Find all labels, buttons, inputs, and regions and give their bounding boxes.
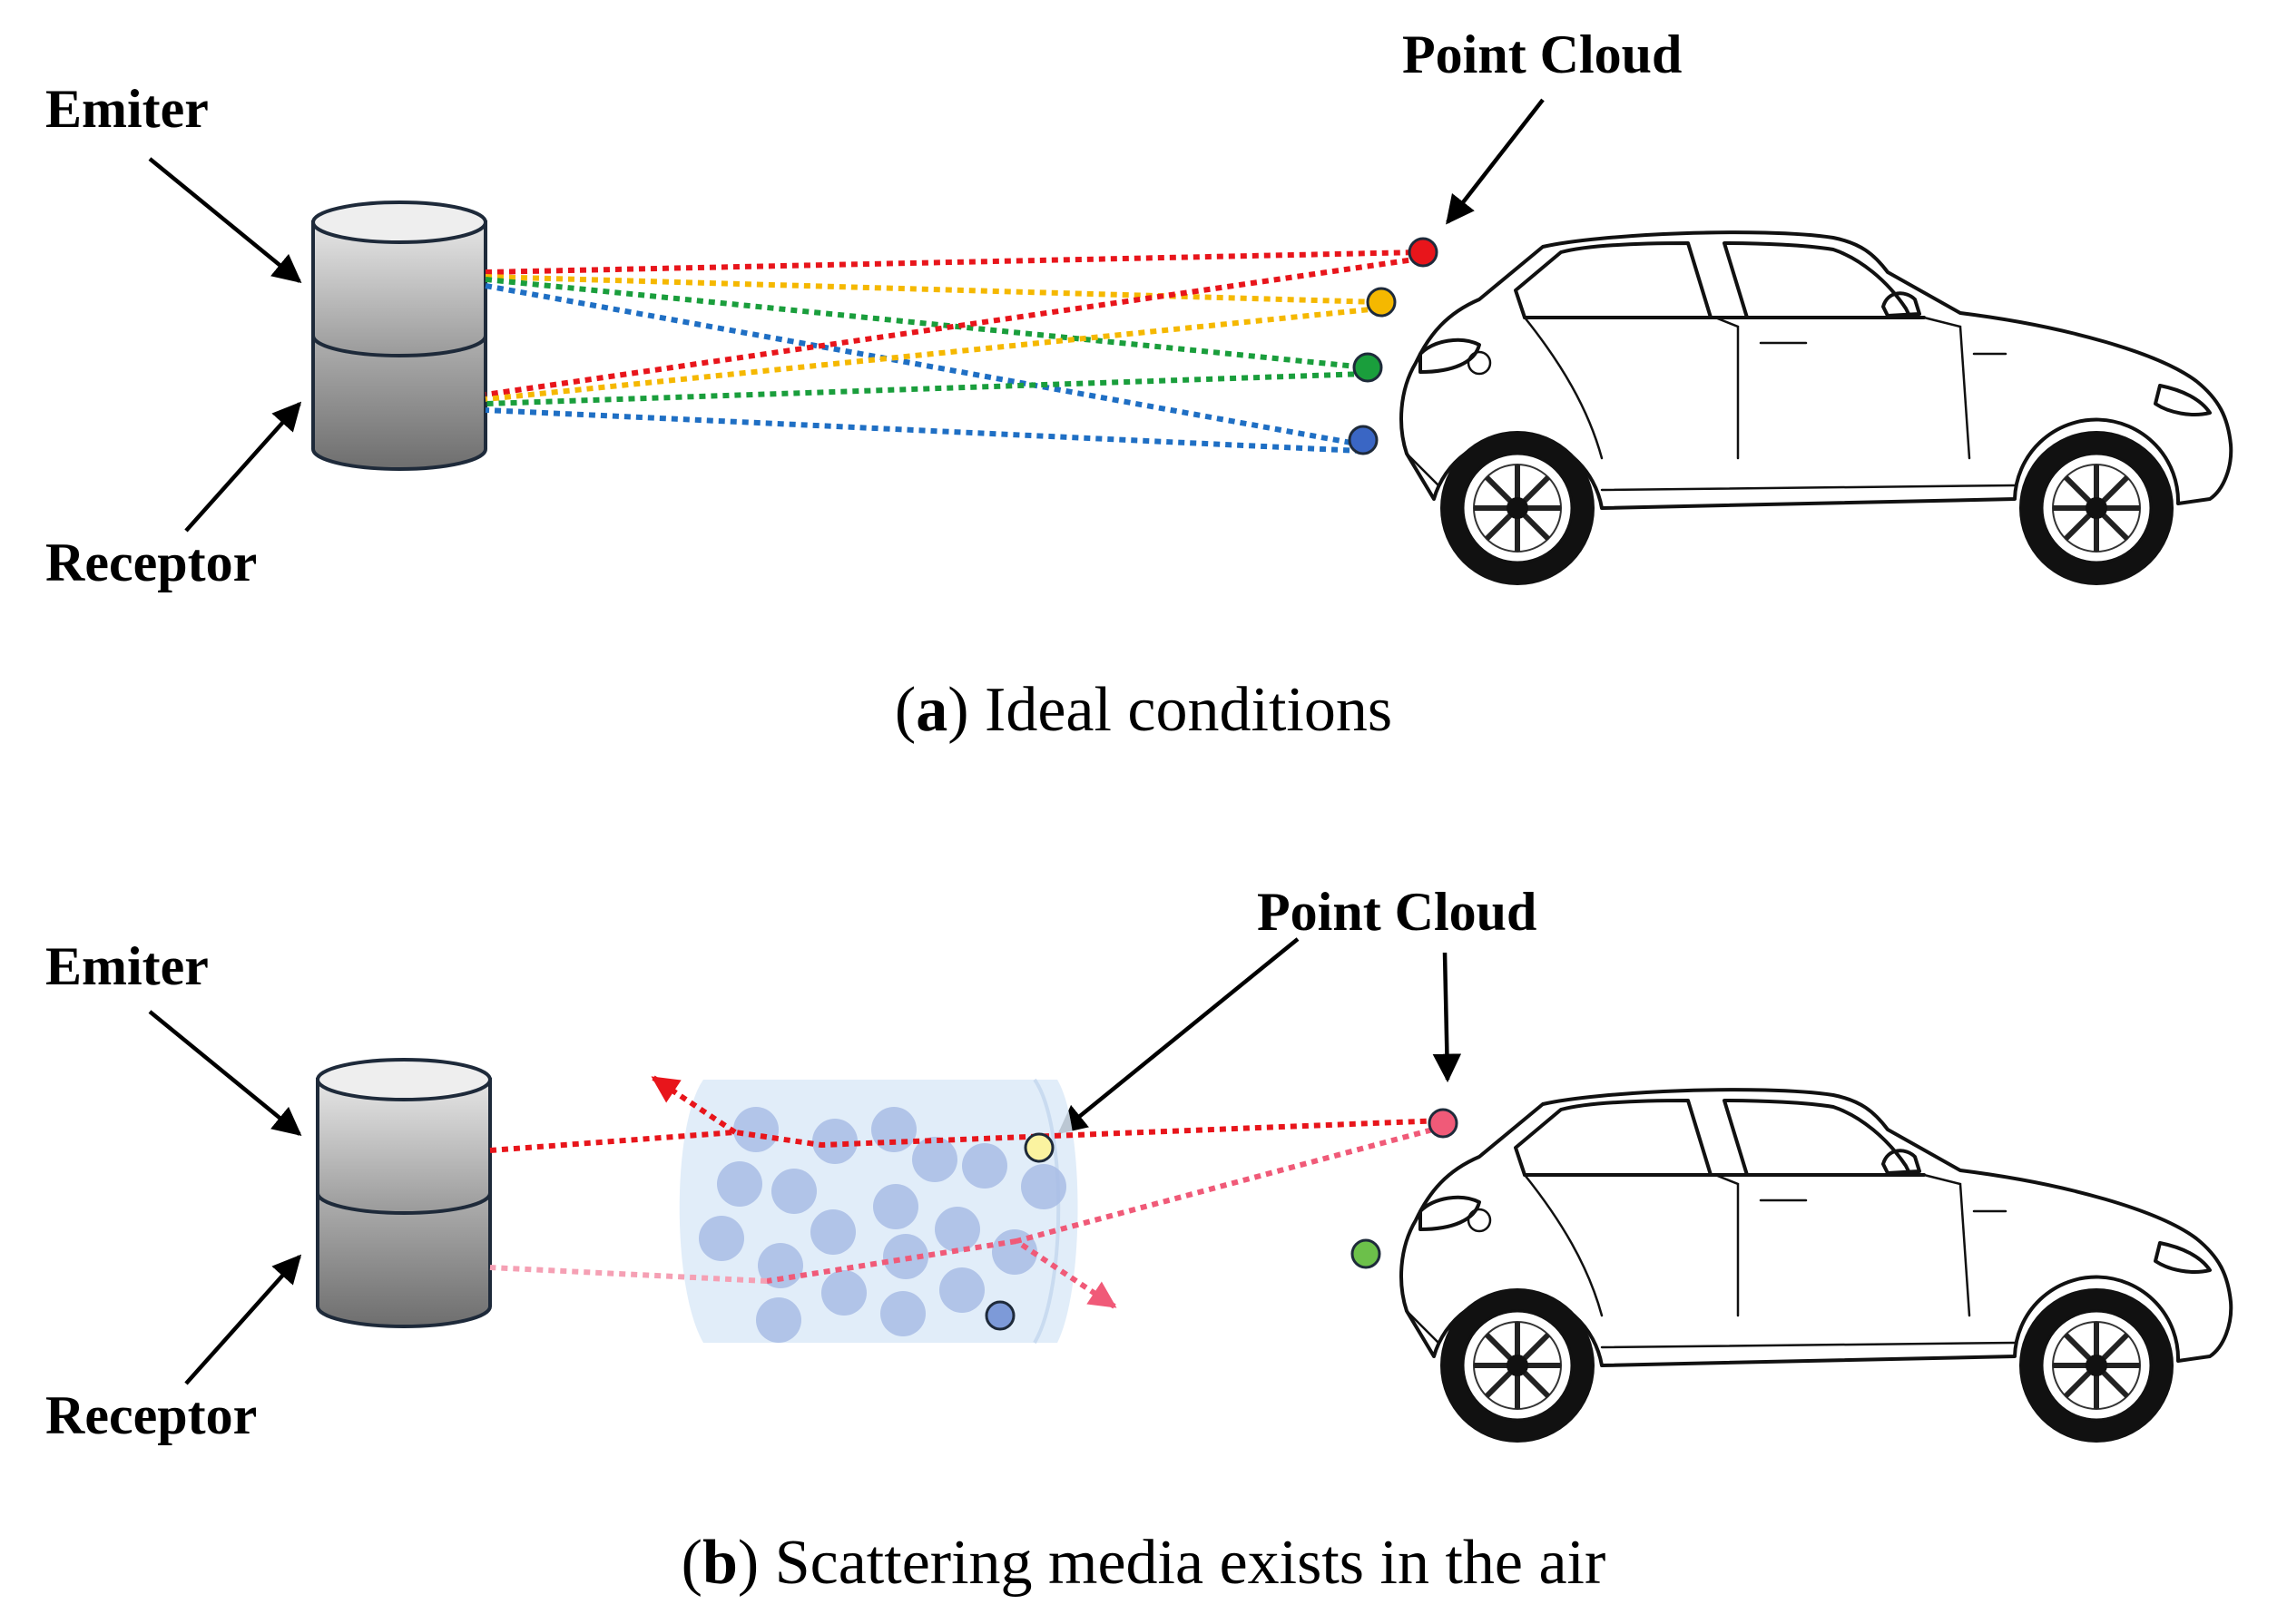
caption-letter-b: b	[702, 1528, 738, 1598]
point-cloud-arrow-b2	[1432, 952, 1462, 1083]
receptor-label-b: Receptor	[45, 1385, 257, 1445]
caption-letter-a: a	[916, 675, 947, 745]
point-cloud-arrow-a	[1446, 98, 1545, 225]
point-blue-a	[1348, 425, 1379, 455]
point-red-a	[1408, 237, 1438, 268]
receptor-arrow-b	[184, 1254, 302, 1385]
point-pink-b	[1428, 1108, 1458, 1139]
caption-text-b: Scattering media exists in the air	[775, 1528, 1606, 1598]
point-yellow-a	[1366, 287, 1397, 318]
emitter-arrow-a	[148, 157, 302, 283]
point-green-b	[1350, 1238, 1381, 1269]
receptor-label-a: Receptor	[45, 533, 257, 592]
scattering-medium	[679, 1078, 1078, 1345]
returned-rays-a	[485, 256, 1421, 454]
car-b	[1401, 1090, 2231, 1443]
point-blue-b	[985, 1300, 1016, 1331]
scattered-rays-b	[489, 1075, 1444, 1309]
panel-b: Emiter Receptor Point Cloud	[45, 882, 2231, 1598]
point-cloud-arrow-b1	[1057, 937, 1300, 1134]
caption-b: (b) Scattering media exists in the air	[682, 1528, 1606, 1598]
point-cloud-label-a: Point Cloud	[1402, 24, 1682, 84]
receptor-arrow-a	[184, 401, 302, 533]
car-a	[1401, 232, 2231, 585]
caption-a: (a) Ideal conditions	[895, 675, 1392, 745]
emitted-rays-a	[485, 249, 1421, 447]
point-cloud-label-b: Point Cloud	[1257, 882, 1536, 942]
panel-a: Emiter Receptor Point Cloud	[45, 24, 2231, 745]
point-green-a	[1352, 352, 1383, 383]
caption-text-a: Ideal conditions	[985, 675, 1392, 745]
lidar-sensor-a	[311, 201, 487, 471]
emitter-label-b: Emiter	[45, 936, 209, 996]
point-yellow-b	[1024, 1132, 1055, 1163]
emitter-label-a: Emiter	[45, 79, 209, 139]
lidar-sensor-b	[316, 1058, 492, 1328]
emitter-arrow-b	[148, 1010, 302, 1136]
